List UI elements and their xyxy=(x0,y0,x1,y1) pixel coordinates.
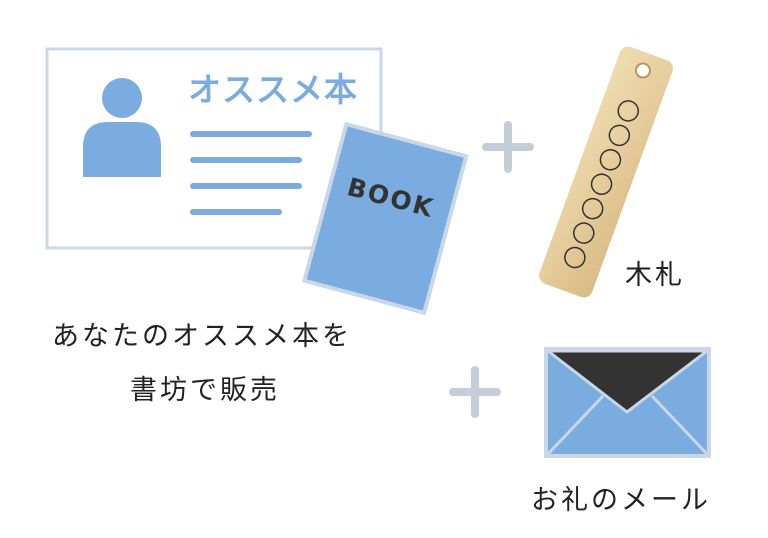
person-icon xyxy=(83,78,161,177)
plus-icon xyxy=(449,366,501,418)
book-icon: BOOK xyxy=(301,121,469,316)
wooden-tag-caption: 木札 xyxy=(625,260,685,291)
plus-icon xyxy=(482,121,534,173)
profile-card: オススメ本 xyxy=(45,47,383,250)
main-caption-line2: 書坊で販売 xyxy=(130,375,280,406)
card-heading: オススメ本 xyxy=(188,70,358,109)
thank-you-mail-caption: お礼のメール xyxy=(531,485,711,516)
main-caption-line1: あなたのオススメ本を xyxy=(52,321,352,352)
wooden-tag-icon xyxy=(539,46,673,298)
card-text-lines xyxy=(190,131,312,215)
envelope-icon xyxy=(544,347,711,458)
